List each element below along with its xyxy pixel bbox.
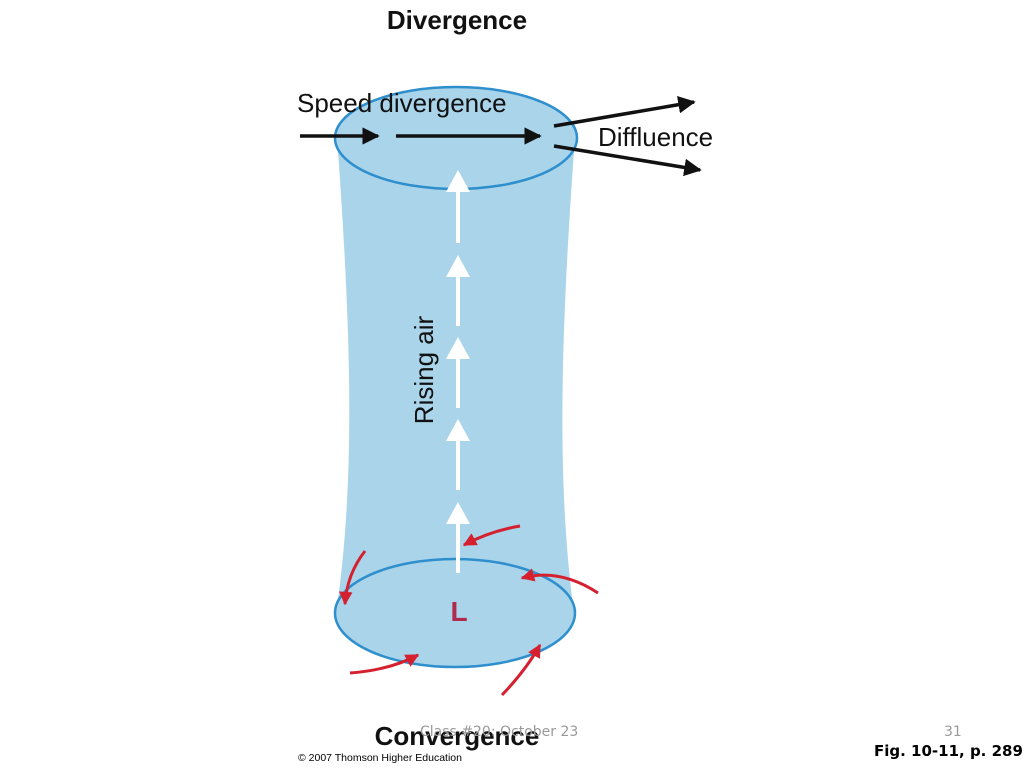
- figure-caption: Fig. 10-11, p. 289: [874, 742, 1023, 760]
- bottom-ellipse: [333, 557, 577, 669]
- rising-air-arrow: [446, 170, 470, 573]
- diffluence-arrows: [553, 96, 702, 177]
- rising-air-label: Rising air: [409, 315, 439, 424]
- diffluence-label: Diffluence: [598, 122, 713, 152]
- footer-date: Class #20: October 23: [420, 724, 579, 740]
- speed-divergence-label: Speed divergence: [297, 88, 507, 118]
- copyright-notice: © 2007 Thomson Higher Education: [298, 752, 462, 764]
- convergence-arrows: [339, 524, 599, 697]
- air-column: [336, 137, 575, 613]
- low-pressure-label: L: [450, 596, 467, 627]
- slide-number: 31: [944, 724, 962, 740]
- convergence-label: Convergence: [375, 721, 540, 751]
- divergence-label: Divergence: [387, 5, 527, 35]
